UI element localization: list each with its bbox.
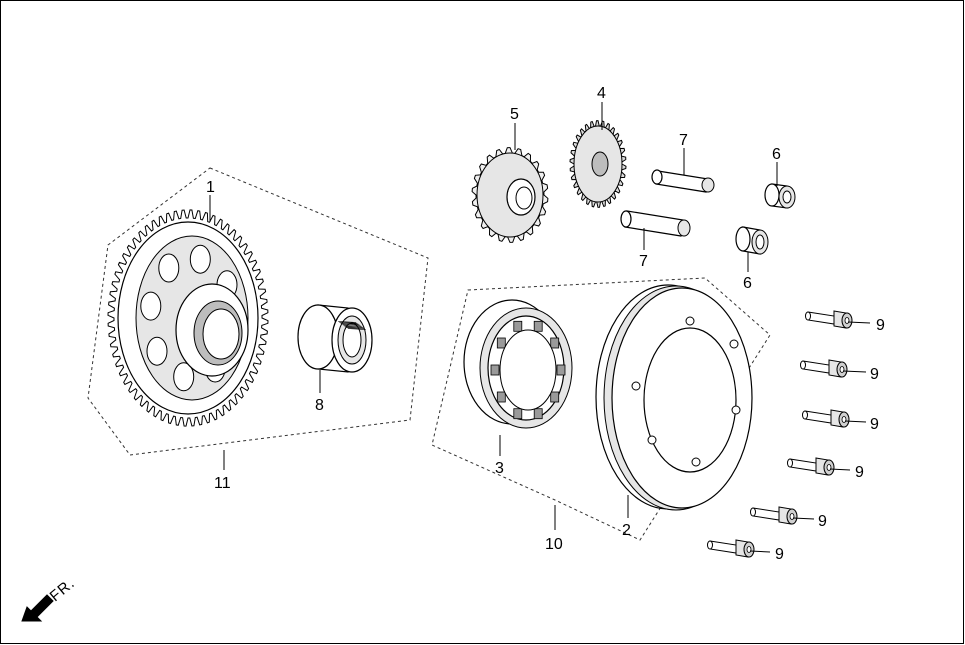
label-part-9-f: 9 bbox=[775, 546, 784, 563]
label-part-11: 11 bbox=[214, 475, 231, 492]
flange-bolt bbox=[787, 457, 835, 476]
label-part-3: 3 bbox=[495, 460, 504, 477]
shaft-pin-upper bbox=[651, 169, 715, 193]
reduction-gear-small bbox=[471, 147, 549, 243]
label-part-9-a: 9 bbox=[876, 317, 885, 334]
collar-upper bbox=[764, 183, 796, 209]
label-part-6-upper: 6 bbox=[772, 146, 781, 163]
label-part-9-c: 9 bbox=[870, 416, 879, 433]
label-part-7-upper: 7 bbox=[679, 132, 688, 149]
flange-bolt bbox=[805, 310, 853, 329]
starter-clutch-outer bbox=[595, 284, 753, 511]
flange-bolt bbox=[707, 539, 755, 558]
shaft-pin-lower bbox=[620, 210, 691, 237]
label-part-8: 8 bbox=[315, 397, 324, 414]
label-part-7-lower: 7 bbox=[639, 253, 648, 270]
one-way-clutch bbox=[463, 299, 573, 429]
leader-lines bbox=[209, 102, 871, 553]
assembly-10-outline bbox=[431, 277, 771, 541]
front-direction-indicator: FR. bbox=[21, 575, 78, 622]
flange-bolt bbox=[800, 359, 848, 378]
label-part-2: 2 bbox=[622, 522, 631, 539]
label-part-9-b: 9 bbox=[870, 366, 879, 383]
assembly-11-outline bbox=[87, 167, 429, 456]
label-part-10: 10 bbox=[545, 536, 563, 553]
flange-bolt bbox=[750, 506, 798, 525]
label-part-4: 4 bbox=[597, 85, 606, 102]
reduction-gear-bevel bbox=[569, 120, 627, 208]
label-part-1: 1 bbox=[206, 179, 215, 196]
label-part-6-lower: 6 bbox=[743, 275, 752, 292]
arrow-down-left-icon bbox=[21, 594, 54, 622]
needle-bearing bbox=[297, 304, 373, 373]
collar-lower bbox=[735, 226, 769, 255]
label-part-9-d: 9 bbox=[855, 464, 864, 481]
label-part-5: 5 bbox=[510, 106, 519, 123]
starter-driven-gear bbox=[107, 209, 269, 427]
flange-bolt bbox=[802, 409, 850, 428]
label-part-9-e: 9 bbox=[818, 513, 827, 530]
